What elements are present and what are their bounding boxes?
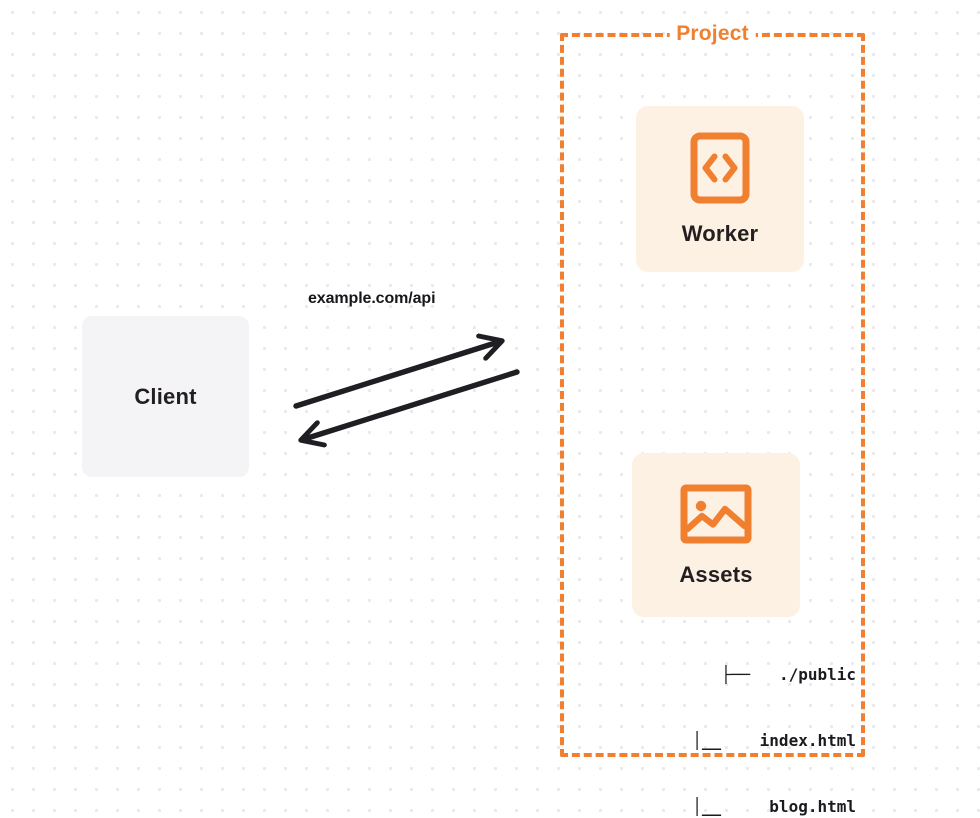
- client-node[interactable]: Client: [82, 316, 249, 477]
- code-brackets-icon: [690, 132, 750, 209]
- connection-label: example.com/api: [308, 290, 436, 307]
- file-tree-row-root: ├── ./public: [721, 665, 856, 684]
- assets-file-tree: ├── ./public │__ index.html │__ blog.htm…: [612, 620, 856, 818]
- response-arrow: [303, 369, 520, 440]
- assets-label: Assets: [679, 561, 753, 587]
- file-tree-row-index: │__ index.html: [692, 731, 856, 750]
- assets-node[interactable]: Assets: [632, 453, 800, 617]
- request-arrow: [293, 342, 500, 409]
- project-container: Project Worker Assets: [560, 22, 865, 816]
- client-label: Client: [134, 383, 197, 409]
- worker-label: Worker: [681, 220, 759, 246]
- worker-node[interactable]: Worker: [636, 106, 804, 272]
- project-title: Project: [669, 22, 756, 46]
- image-picture-icon: [680, 483, 752, 550]
- file-tree-row-blog: │__ blog.html: [692, 797, 856, 816]
